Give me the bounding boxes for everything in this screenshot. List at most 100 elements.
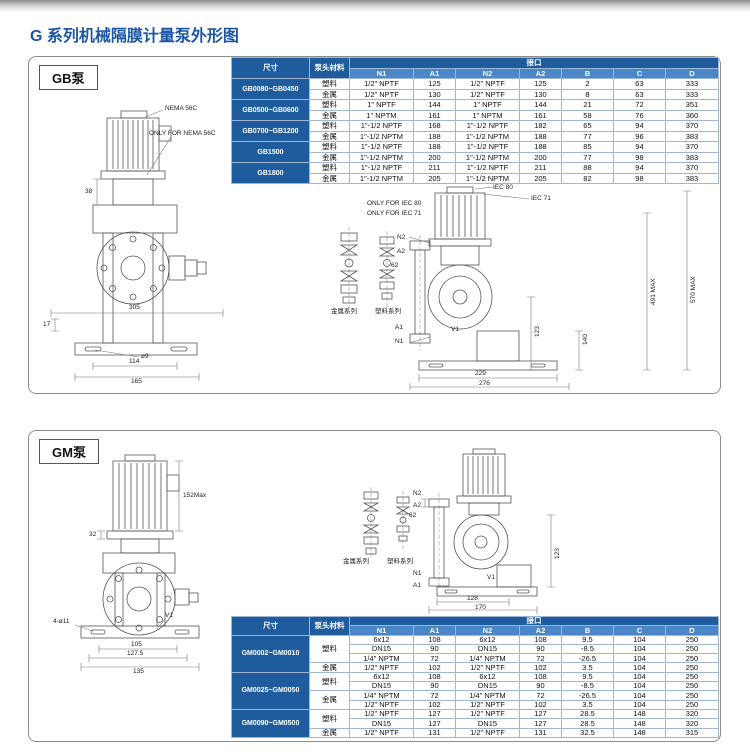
col-header-c: C xyxy=(612,67,666,79)
col-header-a1: A1 xyxy=(412,625,456,636)
value-cell: 1/2" NPTF xyxy=(348,727,414,738)
value-cell: 1"-1/2 NPTF xyxy=(454,162,520,174)
material-cell: 金属 xyxy=(308,690,350,710)
value-cell: 1" NPTM xyxy=(454,109,520,121)
value-cell: 250 xyxy=(664,662,720,673)
drawing-annotation: NEMA 56C xyxy=(165,105,198,112)
value-cell: 188 xyxy=(518,141,562,153)
drawing-annotation: 127.5 xyxy=(127,650,144,657)
value-cell: 90 xyxy=(518,643,562,655)
value-cell: 94 xyxy=(612,120,666,132)
value-cell: 1"-1/2 NPTM xyxy=(348,130,414,142)
value-cell: 250 xyxy=(664,653,720,664)
table-subheader-row: N1 A1 N2 A2 B C D xyxy=(231,67,720,79)
value-cell: 104 xyxy=(612,662,666,673)
page-title: G 系列机械隔膜计量泵外形图 xyxy=(30,28,239,45)
material-cell: 金属 xyxy=(308,662,350,673)
drawing-annotation: 123 xyxy=(534,326,541,337)
value-cell: 94 xyxy=(612,162,666,174)
material-cell: 塑料 xyxy=(308,708,350,729)
drawing-annotation: 570 MAX xyxy=(690,276,697,303)
drawing-annotation: ONLY FOR NEMA 56C xyxy=(149,130,216,137)
gm-dimension-table: 尺寸 泵头材料 接口 N1 A1 N2 A2 B C D GM0002~GM00… xyxy=(230,615,720,738)
value-cell: -26.5 xyxy=(560,653,614,664)
gm-front-view-svg xyxy=(74,454,200,671)
drawing-annotation: 32 xyxy=(89,531,97,538)
drawing-annotation: 38 xyxy=(85,188,93,195)
value-cell: 102 xyxy=(518,699,562,710)
value-cell: DN15 xyxy=(348,643,414,655)
value-cell: 1"-1/2 NPTF xyxy=(454,120,520,132)
material-cell: 塑料 xyxy=(308,141,350,153)
drawing-annotation: 491 MAX xyxy=(650,278,657,305)
drawing-annotation: 塑料系列 xyxy=(387,558,413,565)
size-cell: GB0080~GB0450 xyxy=(230,78,310,100)
material-cell: 金属 xyxy=(308,88,350,100)
value-cell: 370 xyxy=(664,120,720,132)
value-cell: 1"-1/2 NPTM xyxy=(348,172,414,184)
value-cell: DN15 xyxy=(454,718,520,729)
material-cell: 金属 xyxy=(308,130,350,142)
value-cell: 127 xyxy=(518,708,562,720)
col-header-n2: N2 xyxy=(454,67,520,79)
table-header-row: 尺寸 泵头材料 接口 xyxy=(230,615,720,636)
gm-table: 尺寸 泵头材料 接口 N1 A1 N2 A2 B C D GM0002~GM00… xyxy=(230,615,720,738)
value-cell: 1/2" NPTF xyxy=(348,699,414,710)
value-cell: 108 xyxy=(412,634,456,645)
value-cell: 211 xyxy=(518,162,562,174)
value-cell: 144 xyxy=(412,99,456,111)
value-cell: -8.5 xyxy=(560,643,614,655)
value-cell: 108 xyxy=(518,634,562,645)
value-cell: 130 xyxy=(412,88,456,100)
drawing-annotation: 229 xyxy=(475,370,486,377)
value-cell: 1/2" NPTF xyxy=(348,708,414,720)
size-cell: GB0500~GB0600 xyxy=(230,99,310,121)
gb-panel: GB泵 尺寸 泵头材料 接口 N1 A1 N2 A2 B C xyxy=(28,56,721,394)
value-cell: DN15 xyxy=(348,681,414,692)
value-cell: 1"-1/2 NPTM xyxy=(454,172,520,184)
value-cell: 250 xyxy=(664,699,720,710)
col-header-size: 尺寸 xyxy=(230,57,310,79)
value-cell: 104 xyxy=(612,671,666,683)
drawing-annotation: ONLY FOR IEC 80 xyxy=(367,200,422,207)
value-cell: 1/2" NPTF xyxy=(454,699,520,710)
value-cell: 1/2" NPTF xyxy=(348,662,414,673)
value-cell: 360 xyxy=(664,109,720,121)
value-cell: 58 xyxy=(560,109,614,121)
value-cell: 72 xyxy=(612,99,666,111)
value-cell: 28.5 xyxy=(560,718,614,729)
drawing-annotation: N1 xyxy=(413,570,422,577)
drawing-annotation: N2 xyxy=(397,234,406,241)
drawing-annotation: IEC 80 xyxy=(493,184,513,191)
drawing-annotation: 165 xyxy=(131,378,142,385)
value-cell: 76 xyxy=(612,109,666,121)
value-cell: -8.5 xyxy=(560,681,614,692)
value-cell: 168 xyxy=(412,120,456,132)
value-cell: 3.5 xyxy=(560,699,614,710)
value-cell: 3.5 xyxy=(560,662,614,673)
col-header-c: C xyxy=(612,625,666,636)
value-cell: DN15 xyxy=(348,718,414,729)
col-header-interface: 接口 xyxy=(348,615,720,627)
drawing-annotation: 4-ø11 xyxy=(53,618,70,625)
value-cell: 250 xyxy=(664,681,720,692)
value-cell: 205 xyxy=(412,172,456,184)
gb-table: 尺寸 泵头材料 接口 N1 A1 N2 A2 B C D GB0080~GB04… xyxy=(230,57,720,184)
value-cell: 1" NPTF xyxy=(454,99,520,111)
material-cell: 塑料 xyxy=(308,99,350,111)
material-cell: 塑料 xyxy=(308,120,350,132)
value-cell: 161 xyxy=(412,109,456,121)
value-cell: 188 xyxy=(518,130,562,142)
drawing-annotation: 金属系列 xyxy=(343,558,369,565)
value-cell: 104 xyxy=(612,681,666,692)
table-header-row: 尺寸 泵头材料 接口 xyxy=(230,57,720,79)
